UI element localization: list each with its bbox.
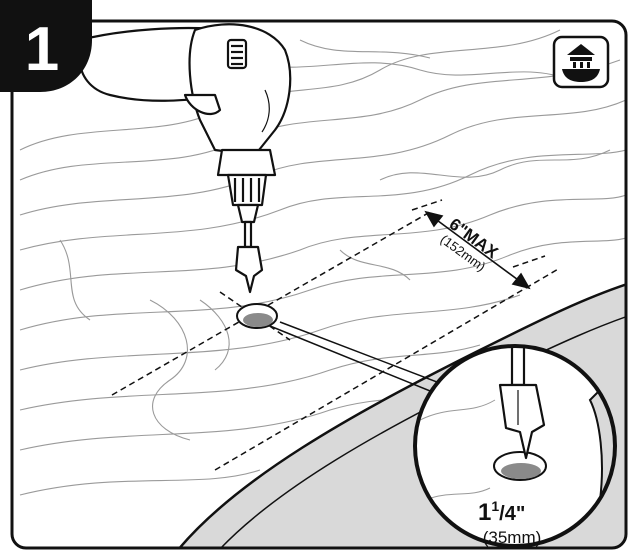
magnified-hole-detail [413, 344, 617, 548]
step-badge: 1 [0, 0, 92, 92]
hole-size-whole: 1 [478, 499, 491, 526]
wood-grain [19, 29, 626, 496]
hole-size-fraction-den: /4" [499, 503, 525, 525]
hole-size-metric: (35mm) [483, 528, 542, 547]
hole-size-label: 11/4" (35mm) [478, 498, 541, 547]
spacing-dimension-arrow [424, 210, 531, 290]
hole-size-fraction-num: 1 [491, 498, 499, 514]
svg-text:11/4": 11/4" [478, 498, 525, 526]
power-drill [78, 23, 292, 294]
diagram-frame [10, 19, 628, 550]
home-plumbing-icon [552, 35, 610, 89]
drilled-hole [236, 303, 278, 329]
callout-leader [269, 321, 451, 396]
step-number: 1 [25, 15, 59, 84]
